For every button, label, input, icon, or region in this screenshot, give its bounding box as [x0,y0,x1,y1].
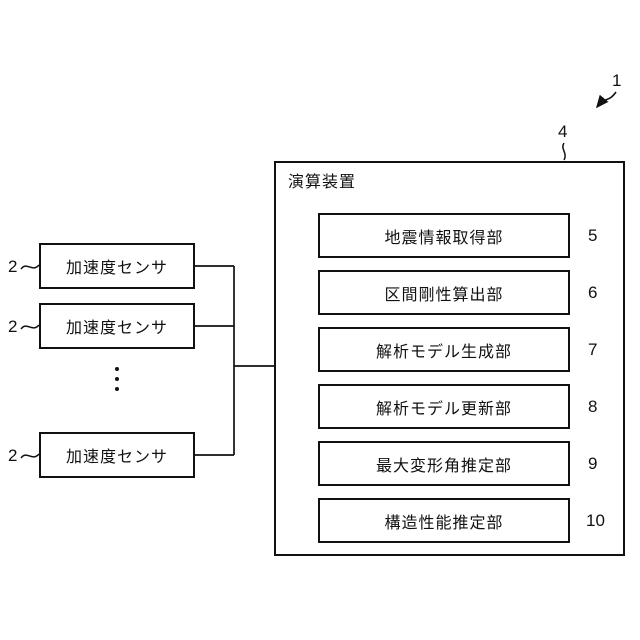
ref-number-2-first: 2 [8,257,18,276]
ref-number-5: 5 [588,226,598,245]
sensor-label: 加速度センサ [65,320,168,337]
unit-label: 解析モデル更新部 [375,400,512,418]
unit-label: 区間剛性算出部 [384,286,504,304]
sensor-label: 加速度センサ [65,260,168,277]
unit-box-section-stiffness-calculation: 区間剛性算出部 [318,270,570,315]
unit-label: 地震情報取得部 [384,229,504,247]
unit-box-analysis-model-generation: 解析モデル生成部 [318,327,570,372]
unit-label: 構造性能推定部 [384,514,504,532]
sensor-2-ref-leader [20,324,40,330]
ref-number-1: 1 [612,71,622,90]
ref-number-9: 9 [588,454,598,473]
unit-label: 最大変形角推定部 [375,457,512,475]
sensor-box-2: 加速度センサ [39,303,195,349]
ref-number-2-third: 2 [8,446,18,465]
ref-number-6: 6 [588,283,598,302]
ref-number-7: 7 [588,340,598,359]
unit-box-earthquake-info-acquisition: 地震情報取得部 [318,213,570,258]
sensor-box-1: 加速度センサ [39,243,195,289]
device-ref-leader [562,142,566,161]
unit-label: 解析モデル生成部 [375,343,512,361]
ref-number-2-second: 2 [8,317,18,336]
computing-device-label: 演算装置 [288,174,357,191]
sensor-label: 加速度センサ [65,449,168,466]
unit-box-structural-performance-estimation: 構造性能推定部 [318,498,570,543]
sensor-3-ref-leader [20,453,40,459]
sensor-1-ref-leader [20,264,40,270]
sensor-box-3: 加速度センサ [39,432,195,478]
system-ref-arrow [595,91,617,109]
ref-number-10: 10 [586,511,605,530]
ref-number-8: 8 [588,397,598,416]
unit-box-max-deformation-angle-estimation: 最大変形角推定部 [318,441,570,486]
unit-box-analysis-model-update: 解析モデル更新部 [318,384,570,429]
sensor-bus-connectors [195,265,274,456]
vertical-ellipsis-icon [115,367,119,391]
ref-number-4: 4 [558,122,568,141]
